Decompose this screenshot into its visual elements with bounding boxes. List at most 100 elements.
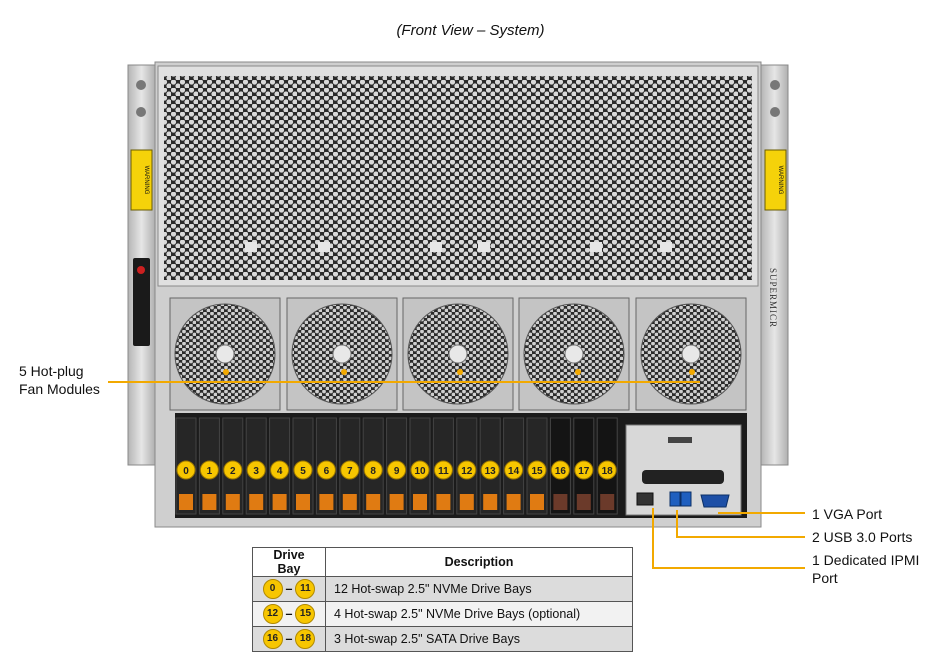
bay-number-label: 13 xyxy=(485,466,497,477)
bay-number-label: 3 xyxy=(253,466,259,477)
drive-latch[interactable] xyxy=(459,494,474,510)
fan-callout-line1: 5 Hot-plug xyxy=(19,363,84,379)
bay-range: 12–15 xyxy=(252,601,326,627)
bay-description: 12 Hot-swap 2.5" NVMe Drive Bays xyxy=(325,576,633,602)
drive-latch[interactable] xyxy=(483,494,498,510)
drive-latch[interactable] xyxy=(506,494,521,510)
drive-bay-12[interactable]: 12 xyxy=(456,417,478,515)
bay-number-label: 0 xyxy=(183,466,189,477)
drive-latch[interactable] xyxy=(342,494,357,510)
bay-range-start: 0 xyxy=(262,579,283,599)
fan-module-5[interactable] xyxy=(635,297,747,411)
bay-range-start: 16 xyxy=(262,629,283,649)
drive-bay-7[interactable]: 7 xyxy=(339,417,361,515)
bay-description: 3 Hot-swap 2.5" SATA Drive Bays xyxy=(325,626,633,652)
fan-callout-text: 5 Hot-plug Fan Modules xyxy=(19,362,100,398)
usb-callout-line xyxy=(676,510,805,538)
drive-bay-11[interactable]: 11 xyxy=(432,417,454,515)
drive-bay-18[interactable]: 18 xyxy=(596,417,618,515)
bay-number-badge xyxy=(433,460,453,480)
bay-description: 4 Hot-swap 2.5" NVMe Drive Bays (optiona… xyxy=(325,601,633,627)
drive-latch[interactable] xyxy=(436,494,451,510)
drive-latch[interactable] xyxy=(296,494,310,510)
bay-range: 16–18 xyxy=(252,626,326,652)
drive-latch[interactable] xyxy=(530,494,544,510)
drive-latch[interactable] xyxy=(366,494,381,510)
vga-callout-text: 1 VGA Port xyxy=(812,506,883,522)
bay-number-badge xyxy=(574,460,594,480)
drive-bay-2[interactable]: 2 xyxy=(222,417,244,515)
table-row: 0–11 12 Hot-swap 2.5" NVMe Drive Bays xyxy=(252,576,633,602)
fan-module-3[interactable] xyxy=(402,297,514,411)
callout-lines xyxy=(108,381,805,569)
drive-bay-4[interactable]: 4 xyxy=(269,417,291,515)
drive-bay-8[interactable]: 8 xyxy=(362,417,384,515)
drive-bay-16[interactable]: 16 xyxy=(549,417,571,515)
drive-bay-6[interactable]: 6 xyxy=(315,417,337,515)
bay-number-badge xyxy=(293,460,313,480)
drive-bay-10[interactable]: 10 xyxy=(409,417,431,515)
drive-latch[interactable] xyxy=(202,494,217,510)
drive-bay-0[interactable]: 0 xyxy=(175,417,197,515)
drive-bay-table: Drive Bay Description 0–11 12 Hot-swap 2… xyxy=(252,547,633,652)
drive-bay-17[interactable]: 17 xyxy=(573,417,595,515)
warning-label-right xyxy=(764,149,787,211)
bay-number-label: 11 xyxy=(438,466,449,477)
vga-port[interactable] xyxy=(700,494,730,508)
drive-latch[interactable] xyxy=(576,494,591,510)
drive-bay-9[interactable]: 9 xyxy=(386,417,408,515)
bay-number-badge xyxy=(410,460,430,480)
power-button[interactable] xyxy=(137,266,145,274)
warning-text-left: WARNING xyxy=(143,166,149,195)
bay-number-badge xyxy=(199,460,219,480)
page-title: (Front View – System) xyxy=(396,22,545,39)
drive-latch[interactable] xyxy=(179,494,193,510)
supermicro-logo: SUPERMICR xyxy=(768,268,778,328)
bay-number-badge xyxy=(597,460,617,480)
drive-latch[interactable] xyxy=(389,494,404,510)
usb-port-2[interactable] xyxy=(680,491,692,507)
bay-number-label: 9 xyxy=(394,466,400,477)
drive-latch[interactable] xyxy=(225,494,240,510)
bay-number-badge xyxy=(387,460,407,480)
left-rack-ear: WARNING xyxy=(127,64,156,466)
bay-number-label: 14 xyxy=(508,466,520,477)
bay-number-label: 4 xyxy=(277,466,283,477)
drive-latch[interactable] xyxy=(272,494,287,510)
bay-number-label: 17 xyxy=(578,466,590,477)
bay-number-label: 8 xyxy=(370,466,376,477)
drive-latch[interactable] xyxy=(249,494,264,510)
fan-module-2[interactable] xyxy=(286,297,398,411)
drive-bay-1[interactable]: 1 xyxy=(198,417,220,515)
drive-bay-15[interactable]: 15 xyxy=(526,417,548,515)
callout-markers xyxy=(223,369,695,375)
control-panel xyxy=(625,424,742,516)
gpu-air-intake-mesh xyxy=(157,65,759,287)
bay-number-badge xyxy=(527,460,547,480)
bay-range-end: 15 xyxy=(295,604,316,624)
drive-bay-13[interactable]: 13 xyxy=(479,417,501,515)
bay-number-label: 16 xyxy=(555,466,567,477)
usb-port-1[interactable] xyxy=(669,491,681,507)
drive-bay-14[interactable]: 14 xyxy=(503,417,525,515)
bay-number-badge xyxy=(270,460,290,480)
drive-latch[interactable] xyxy=(319,494,334,510)
warning-label-left xyxy=(130,149,153,211)
fan-module-1[interactable] xyxy=(169,297,281,411)
table-header-row: Drive Bay Description xyxy=(252,547,633,577)
drive-bay-3[interactable]: 3 xyxy=(245,417,267,515)
drive-latch[interactable] xyxy=(413,494,427,510)
bay-number-badge xyxy=(363,460,383,480)
bay-range-end: 11 xyxy=(295,579,316,599)
fan-callout-line2: Fan Modules xyxy=(19,381,100,397)
ipmi-port[interactable] xyxy=(636,492,654,506)
bay-range-start: 12 xyxy=(262,604,283,624)
fan-module-4[interactable] xyxy=(518,297,630,411)
right-rack-ear: WARNING SUPERMICR xyxy=(760,64,789,466)
drive-bay-5[interactable]: 5 xyxy=(292,417,314,515)
drive-latch[interactable] xyxy=(600,494,615,510)
drive-latch[interactable] xyxy=(553,494,568,510)
ipmi-callout-line xyxy=(652,508,805,569)
